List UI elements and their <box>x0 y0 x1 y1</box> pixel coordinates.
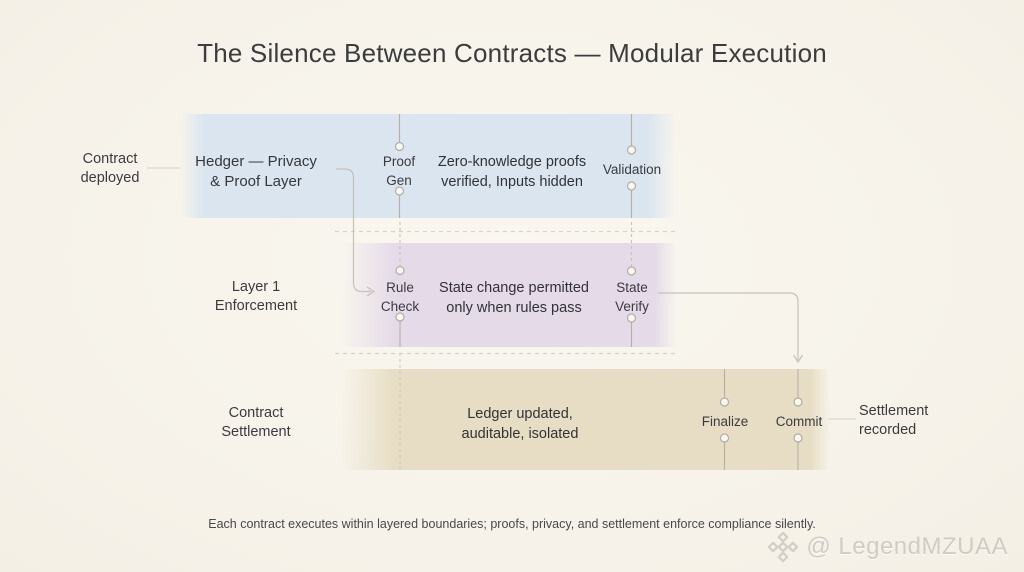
band-contract-settlement <box>340 369 830 470</box>
label-hedger-privacy-proof-layer: Hedger — Privacy & Proof Layer <box>178 152 334 192</box>
label-line: Layer 1 <box>231 279 281 295</box>
description-enforcement: State change permitted only when rules p… <box>424 278 604 318</box>
label-settlement-recorded: Settlement recorded <box>859 402 979 440</box>
step-line: Rule <box>386 280 414 295</box>
label-line: recorded <box>859 422 917 438</box>
label-line: Hedger — Privacy <box>195 153 317 170</box>
step-line: Verify <box>615 299 649 314</box>
arrow-down-icon <box>792 354 804 364</box>
description-line: State change permitted <box>439 280 589 296</box>
step-rule-check: Rule Check <box>372 278 428 316</box>
label-line: Contract <box>228 405 284 421</box>
step-line: State <box>616 280 648 295</box>
description-line: only when rules pass <box>446 300 582 316</box>
label-line: deployed <box>80 170 140 186</box>
step-line: Commit <box>775 414 823 429</box>
band-layer1-enforcement <box>340 243 677 347</box>
binance-diamond-icon <box>768 531 799 563</box>
flow-state-verify-to-commit <box>658 292 804 364</box>
description-line: Zero-knowledge proofs <box>437 154 587 170</box>
description-line: auditable, isolated <box>461 426 579 442</box>
step-line: Finalize <box>701 414 749 429</box>
footer-caption: Each contract executes within layered bo… <box>208 517 816 531</box>
step-line: Gen <box>386 173 412 188</box>
step-finalize: Finalize <box>685 412 765 431</box>
label-line: & Proof Layer <box>210 173 302 190</box>
description-line: verified, Inputs hidden <box>441 174 583 190</box>
step-state-verify: State Verify <box>604 278 660 316</box>
step-line: Check <box>380 299 420 314</box>
label-contract-deployed: Contract deployed <box>55 150 165 188</box>
description-privacy: Zero-knowledge proofs verified, Inputs h… <box>417 152 607 192</box>
label-line: Settlement <box>859 403 929 419</box>
label-line: Settlement <box>221 424 291 440</box>
label-layer1-enforcement: Layer 1 Enforcement <box>186 278 326 316</box>
page-title: The Silence Between Contracts — Modular … <box>197 38 827 68</box>
step-proof-gen: Proof Gen <box>371 152 427 190</box>
step-validation: Validation <box>593 160 671 179</box>
label-line: Enforcement <box>214 298 298 314</box>
band-privacy-proof-layer <box>180 114 677 218</box>
watermark-text: @ LegendMZUAA <box>806 533 1008 560</box>
step-line: Proof <box>382 154 416 169</box>
description-line: Ledger updated, <box>467 406 573 422</box>
step-commit: Commit <box>759 412 839 431</box>
watermark: @ LegendMZUAA <box>767 531 1008 563</box>
description-settlement: Ledger updated, auditable, isolated <box>430 404 610 444</box>
label-line: Contract <box>82 151 138 167</box>
step-line: Validation <box>602 162 662 177</box>
label-contract-settlement: Contract Settlement <box>186 404 326 442</box>
